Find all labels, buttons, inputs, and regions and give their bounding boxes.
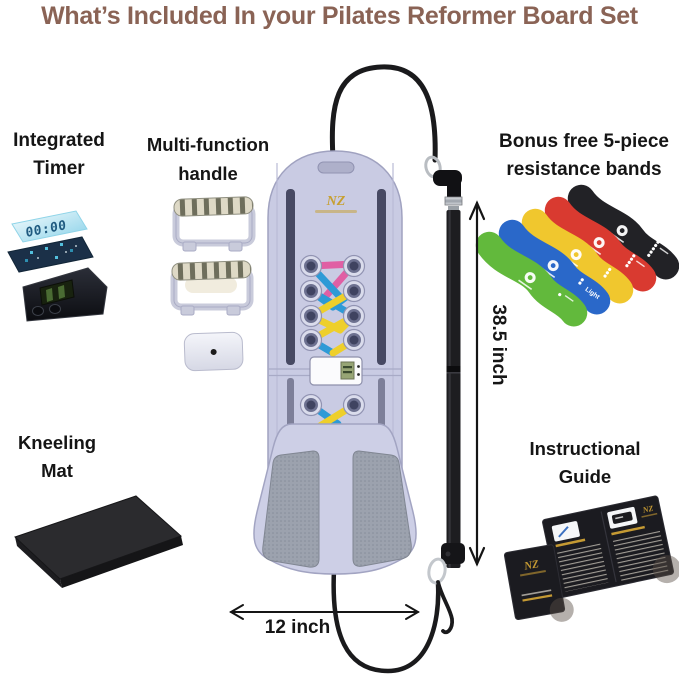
label-line: Integrated (13, 130, 105, 151)
guide-spread: NZ (542, 495, 679, 599)
reformer-board: NZ (253, 150, 417, 575)
board-grommets (299, 254, 366, 417)
pilates-bar (424, 155, 465, 635)
tension-cable (329, 64, 438, 163)
foot-pad-right (352, 450, 412, 567)
label-line: Bonus free 5-piece (499, 131, 669, 152)
board-length-measurement: 38.5 inch (488, 304, 509, 386)
handle-image-2 (170, 260, 254, 316)
kneeling-mat-image (14, 495, 183, 588)
label-line: Timer (33, 158, 85, 179)
board-slot-left (286, 189, 295, 365)
guide-cover: NZ (503, 544, 574, 622)
integrated-timer-image: 00:00 (7, 210, 108, 322)
label-kneeling-mat: Kneeling Mat (0, 429, 114, 485)
handle-foam-roller (171, 260, 252, 281)
timer-lcd-panel: 00:00 (11, 210, 88, 243)
board-timer-module (309, 356, 363, 386)
timer-circuit-board (7, 236, 94, 273)
handle-cap-image (183, 331, 244, 372)
label-resistance-bands: Bonus free 5-piece resistance bands (494, 128, 674, 184)
board-handle-slot (317, 161, 355, 174)
handle-foam-roller (173, 196, 254, 217)
label-line: handle (178, 163, 238, 184)
label-line: Mat (41, 460, 73, 481)
resistance-band-blue: Light (498, 219, 611, 315)
label-line: Multi-function (146, 134, 270, 155)
guide-logo: NZ (641, 504, 654, 515)
resistance-band-green (475, 231, 588, 327)
label-multi-function-handle: Multi-function handle (140, 130, 276, 188)
foot-pad-left (262, 450, 320, 568)
label-line: Guide (558, 466, 612, 487)
label-line: Kneeling (17, 432, 97, 453)
label-integrated-timer: Integrated Timer (0, 127, 118, 183)
board-slot-right (377, 189, 386, 365)
carabiner-bottom (427, 557, 447, 585)
resistance-band-red (544, 196, 657, 292)
width-arrow (229, 604, 420, 620)
label-instructional-guide: Instructional Guide (520, 435, 650, 491)
height-arrow (468, 200, 486, 567)
cord-dangle (436, 580, 454, 635)
resistance-bands-image: Light (475, 184, 679, 327)
label-line: resistance bands (506, 159, 662, 180)
handle-image-1 (172, 196, 256, 252)
label-line: Instructional (529, 438, 641, 459)
board-brand-logo: NZ (326, 194, 346, 209)
board-width-measurement: 12 inch (264, 617, 331, 638)
guide-cover-logo: NZ (522, 558, 540, 573)
instructional-guide-image: NZ NZ (503, 495, 679, 622)
page-title: What’s Included In your Pilates Reformer… (41, 2, 638, 30)
cord-loop (331, 567, 441, 674)
